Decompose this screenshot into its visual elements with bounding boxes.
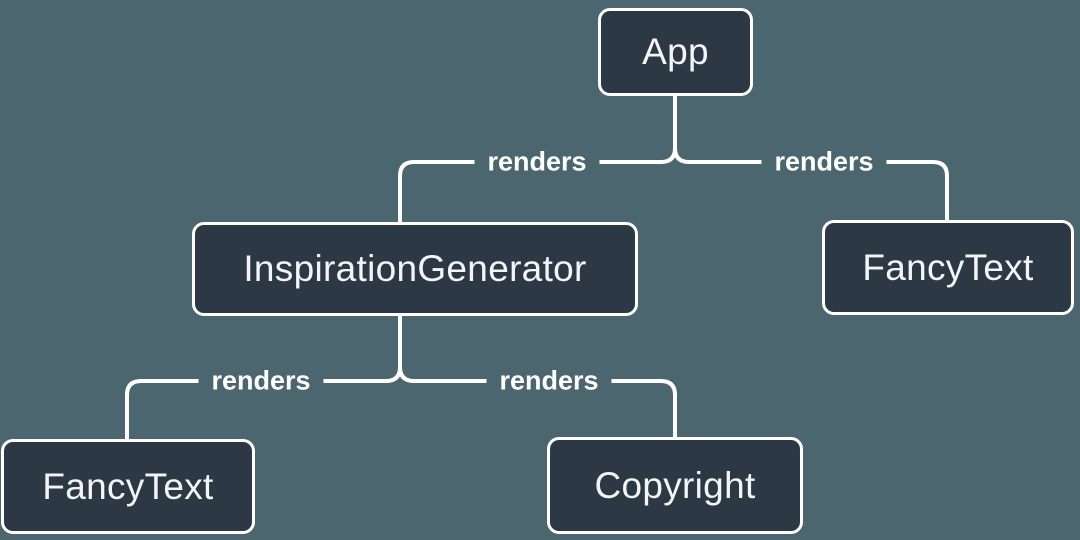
edge-inspiration-generator-to-copyright — [398, 365, 677, 440]
edge-label-app-fancy-text: renders — [761, 144, 887, 180]
node-inspiration-generator: InspirationGenerator — [192, 222, 638, 316]
edge-inspiration-generator-to-fancy-text — [125, 365, 402, 442]
edge-app-to-inspiration-generator — [398, 146, 677, 224]
node-copyright: Copyright — [547, 437, 803, 534]
edge-app-to-fancy-text — [673, 146, 949, 223]
node-app: App — [598, 8, 753, 96]
edge-label-app-inspiration-generator: renders — [474, 144, 600, 180]
edge-label-inspiration-generator-copyright: renders — [486, 363, 612, 399]
node-fancy-text-bottom-left: FancyText — [1, 439, 255, 534]
edge-label-inspiration-generator-fancy-text: renders — [198, 363, 324, 399]
node-fancy-text-top-right: FancyText — [822, 220, 1074, 315]
